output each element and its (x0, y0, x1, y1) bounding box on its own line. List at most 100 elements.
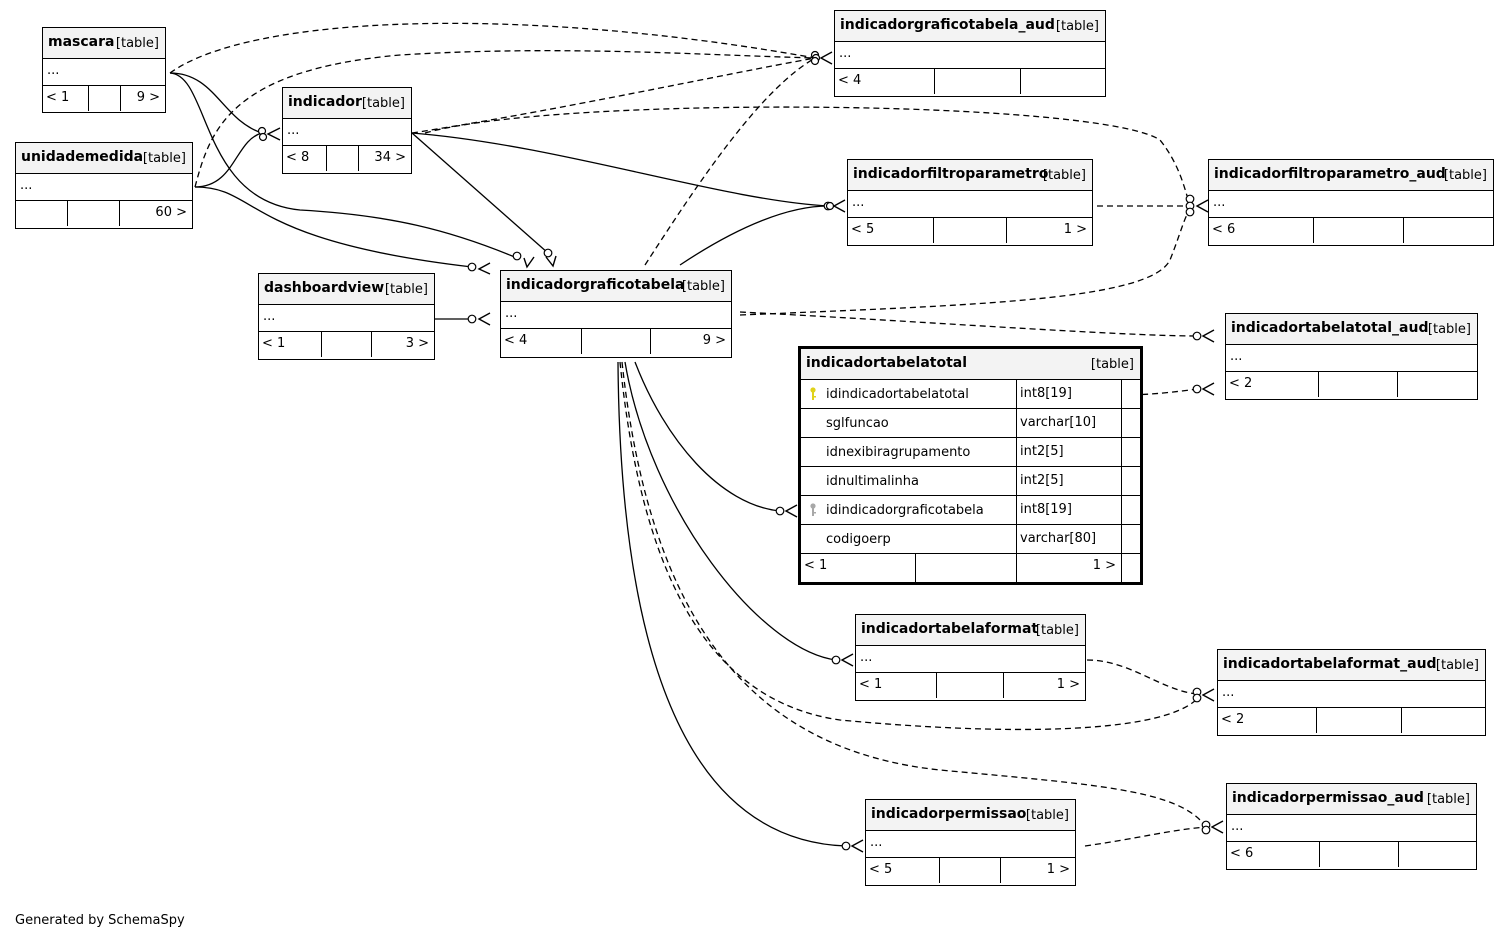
table-header: indicadortabelatotal [table] (801, 349, 1140, 380)
table-indicadortabelatotal[interactable]: indicadortabelatotal [table] idindicador… (798, 346, 1143, 585)
children-count[interactable]: 60 > (120, 201, 192, 226)
table-columns: ... (259, 305, 434, 332)
table-name: indicadorgraficotabela_aud (840, 17, 1055, 33)
table-footer: < 5 1 > (866, 858, 1075, 883)
column-type-cell: int2[5] (1017, 467, 1122, 495)
children-count[interactable]: 3 > (372, 332, 434, 357)
table-indicadortabelatotal-aud[interactable]: indicadortabelatotal_aud [table] ... < 2 (1225, 313, 1478, 400)
columns-ellipsis: ... (1230, 349, 1243, 364)
table-name: dashboardview (264, 280, 385, 296)
children-label: 9 > (136, 90, 160, 105)
parents-count[interactable]: < 1 (259, 332, 322, 357)
parents-count[interactable]: < 4 (501, 329, 582, 354)
table-footer: < 8 34 > (283, 146, 411, 171)
children-count[interactable] (1404, 218, 1493, 243)
columns-ellipsis: ... (852, 195, 865, 210)
table-header: indicadortabelaformat_aud [table] (1218, 650, 1485, 681)
parents-label: < 4 (838, 73, 862, 88)
table-tag: [table] (681, 279, 725, 294)
children-count[interactable] (1399, 842, 1476, 867)
table-indicadorpermissao[interactable]: indicadorpermissao [table] ... < 5 1 > (865, 799, 1076, 886)
table-indicadortabelaformat[interactable]: indicadortabelaformat [table] ... < 1 1 … (855, 614, 1086, 701)
children-count[interactable]: 9 > (651, 329, 731, 354)
table-indicadorgraficotabela-aud[interactable]: indicadorgraficotabela_aud [table] ... <… (834, 10, 1106, 97)
column-row[interactable]: sglfuncao varchar[10] (801, 409, 1140, 438)
children-count[interactable] (1021, 69, 1105, 94)
parents-count[interactable]: < 8 (283, 146, 327, 171)
parents-label: < 2 (1221, 712, 1245, 727)
table-header: indicadortabelaformat [table] (856, 615, 1085, 646)
column-type-cell: varchar[10] (1017, 409, 1122, 437)
table-header: indicadorpermissao [table] (866, 800, 1075, 831)
table-columns: ... (835, 42, 1105, 69)
table-footer: < 6 (1209, 218, 1493, 243)
children-count[interactable]: 1 > (1017, 554, 1122, 582)
table-indicadorpermissao-aud[interactable]: indicadorpermissao_aud [table] ... < 6 (1226, 783, 1477, 870)
parents-count[interactable]: < 1 (856, 673, 937, 698)
table-dashboardview[interactable]: dashboardview [table] ... < 1 3 > (258, 273, 435, 360)
children-count[interactable]: 1 > (1001, 858, 1075, 883)
columns-ellipsis: ... (263, 309, 276, 324)
children-count[interactable]: 9 > (121, 86, 165, 111)
row-count (89, 86, 121, 111)
parents-label: < 1 (262, 336, 286, 351)
children-label: 34 > (374, 150, 406, 165)
table-tag: [table] (1435, 658, 1479, 673)
column-row[interactable]: codigoerp varchar[80] (801, 525, 1140, 554)
column-type: int8[19] (1020, 502, 1072, 517)
table-indicadortabelaformat-aud[interactable]: indicadortabelaformat_aud [table] ... < … (1217, 649, 1486, 736)
parents-count[interactable]: < 6 (1209, 218, 1314, 243)
column-row[interactable]: idindicadorgraficotabela int8[19] (801, 496, 1140, 525)
parents-label: < 2 (1229, 376, 1253, 391)
parents-count[interactable]: < 2 (1218, 708, 1317, 733)
columns-ellipsis: ... (1231, 819, 1244, 834)
table-indicadorfiltroparametro-aud[interactable]: indicadorfiltroparametro_aud [table] ...… (1208, 159, 1494, 246)
column-name-cell: codigoerp (801, 525, 1017, 553)
children-label: 60 > (155, 205, 187, 220)
columns-ellipsis: ... (20, 178, 33, 193)
children-count[interactable]: 1 > (1007, 218, 1092, 243)
table-indicador[interactable]: indicador [table] ... < 8 34 > (282, 87, 412, 174)
table-mascara[interactable]: mascara [table] ... < 1 9 > (42, 27, 166, 113)
children-count[interactable]: 1 > (1004, 673, 1085, 698)
table-header: indicadortabelatotal_aud [table] (1226, 314, 1477, 345)
table-name: indicador (288, 94, 362, 110)
table-header: indicadorgraficotabela_aud [table] (835, 11, 1105, 42)
table-indicadorfiltroparametro[interactable]: indicadorfiltroparametro [table] ... < 5… (847, 159, 1093, 246)
parents-count[interactable]: < 1 (43, 86, 89, 111)
parents-count[interactable]: < 5 (866, 858, 940, 883)
parents-count[interactable]: < 4 (835, 69, 935, 94)
parents-count[interactable]: < 6 (1227, 842, 1320, 867)
table-header: indicadorpermissao_aud [table] (1227, 784, 1476, 815)
column-row[interactable]: idnultimalinha int2[5] (801, 467, 1140, 496)
column-type: varchar[10] (1020, 415, 1097, 430)
column-row[interactable]: idindicadortabelatotal int8[19] (801, 380, 1140, 409)
table-tag: [table] (384, 282, 428, 297)
children-count[interactable]: 34 > (359, 146, 411, 171)
parents-count[interactable]: < 1 (801, 554, 916, 582)
children-label: 1 > (1056, 677, 1080, 692)
table-columns: ... (283, 119, 411, 146)
table-columns: ... (848, 191, 1092, 218)
parents-count[interactable]: < 2 (1226, 372, 1319, 397)
table-name: indicadortabelatotal_aud (1231, 320, 1429, 336)
table-unidademedida[interactable]: unidademedida [table] ... 60 > (15, 142, 193, 229)
generator-credit[interactable]: Generated by SchemaSpy (15, 913, 185, 928)
columns-ellipsis: ... (287, 123, 300, 138)
table-header: dashboardview [table] (259, 274, 434, 305)
table-tag: [table] (1427, 322, 1471, 337)
table-indicadorgraficotabela[interactable]: indicadorgraficotabela [table] ... < 4 9… (500, 270, 732, 358)
column-type: int2[5] (1020, 444, 1064, 459)
children-count[interactable] (1398, 372, 1477, 397)
parents-count[interactable]: < 5 (848, 218, 934, 243)
column-row[interactable]: idnexibiragrupamento int2[5] (801, 438, 1140, 467)
table-name: unidademedida (21, 149, 144, 165)
column-name: idindicadorgraficotabela (826, 503, 984, 518)
primary-key-icon (810, 387, 816, 400)
children-count[interactable] (1402, 708, 1485, 733)
table-name: indicadorpermissao (871, 806, 1027, 822)
parents-count[interactable] (16, 201, 68, 226)
columns-ellipsis: ... (47, 63, 60, 78)
table-footer: < 1 9 > (43, 86, 165, 111)
table-tag: [table] (1042, 168, 1086, 183)
